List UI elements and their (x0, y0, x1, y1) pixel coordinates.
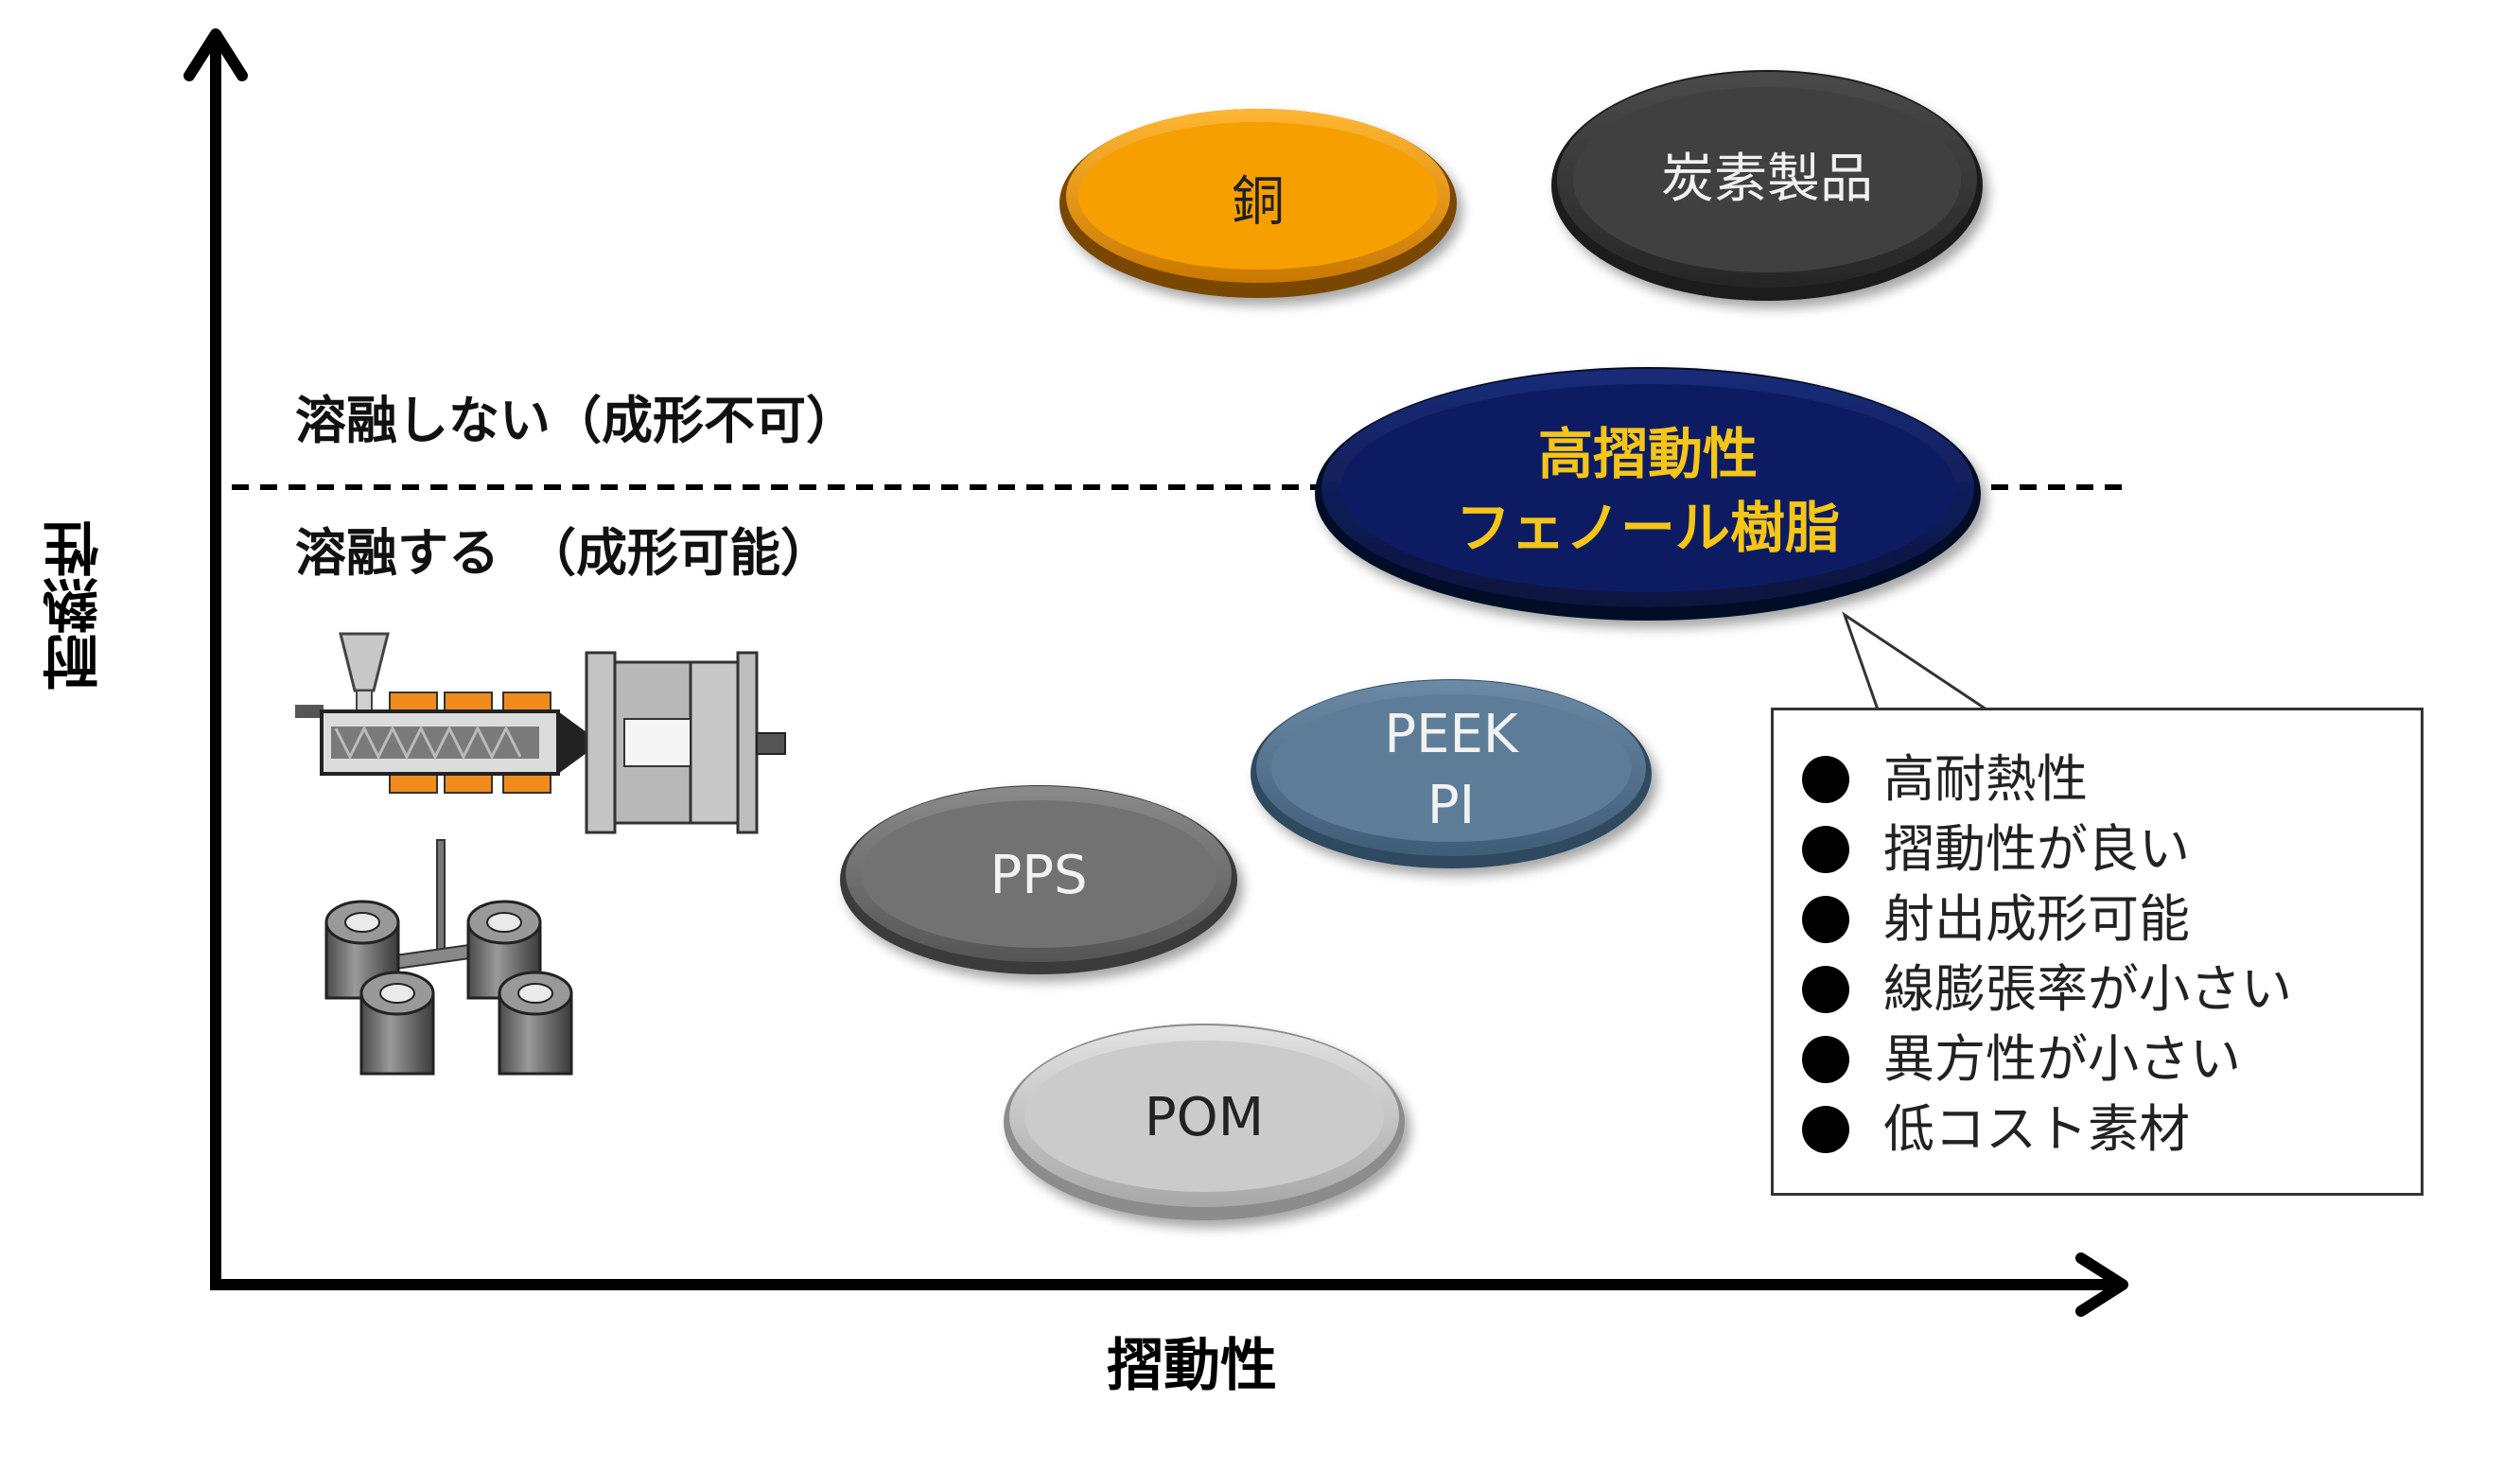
zone-label-moldable: 溶融する （成形可能） (295, 523, 831, 583)
material-pps (840, 785, 1237, 974)
bullet-icon (1802, 1106, 1849, 1153)
label-phenolic-line1: 高摺動性 (1538, 422, 1758, 486)
feature-text: 異方性が小さい (1883, 1029, 2241, 1089)
molded-parts-icon (324, 839, 573, 1076)
feature-callout: 高耐熱性 摺動性が良い 射出成形可能 線膨張率が小さい 異方性が小さい 低コスト… (1771, 708, 2424, 1196)
feature-text: 低コスト素材 (1883, 1099, 2190, 1159)
zone-label-not-moldable: 溶融しない（成形不可） (295, 391, 857, 450)
bullet-icon (1802, 896, 1849, 943)
bullet-icon (1802, 826, 1849, 873)
feature-item: 摺動性が良い (1802, 814, 2421, 884)
y-axis-label: 耐熱性 (43, 520, 109, 691)
feature-text: 高耐熱性 (1883, 749, 2088, 809)
callout-pointer (1842, 611, 1991, 711)
label-peek: PEEK (1384, 704, 1519, 765)
material-peek-pi (1251, 679, 1652, 868)
bullet-icon (1802, 756, 1849, 803)
injection-molding-machine-icon (295, 632, 786, 834)
feature-text: 射出成形可能 (1883, 889, 2190, 949)
label-phenolic-line2: フェノール樹脂 (1456, 496, 1840, 560)
label-pi: PI (1427, 775, 1475, 836)
feature-item: 射出成形可能 (1802, 884, 2421, 954)
material-pom (1004, 1024, 1405, 1220)
feature-text: 線膨張率が小さい (1883, 959, 2292, 1019)
bullet-icon (1802, 966, 1849, 1013)
x-axis-label: 摺動性 (1107, 1333, 1277, 1399)
feature-item: 高耐熱性 (1802, 744, 2421, 814)
label-copper: 銅 (1232, 171, 1285, 233)
feature-item: 異方性が小さい (1802, 1024, 2421, 1094)
axes (184, 28, 2128, 1317)
material-phenolic (1315, 367, 1981, 621)
x-axis-arrowhead (2075, 1252, 2128, 1317)
feature-item: 低コスト素材 (1802, 1094, 2421, 1165)
label-carbon: 炭素製品 (1661, 149, 1873, 210)
label-pps: PPS (989, 845, 1087, 906)
y-axis-arrowhead (184, 28, 248, 81)
material-copper (1059, 109, 1457, 298)
feature-text: 摺動性が良い (1883, 819, 2190, 879)
feature-list: 高耐熱性 摺動性が良い 射出成形可能 線膨張率が小さい 異方性が小さい 低コスト… (1802, 744, 2421, 1165)
bullet-icon (1802, 1036, 1849, 1083)
feature-item: 線膨張率が小さい (1802, 954, 2421, 1024)
material-carbon (1551, 70, 1983, 301)
label-pom: POM (1145, 1087, 1264, 1148)
